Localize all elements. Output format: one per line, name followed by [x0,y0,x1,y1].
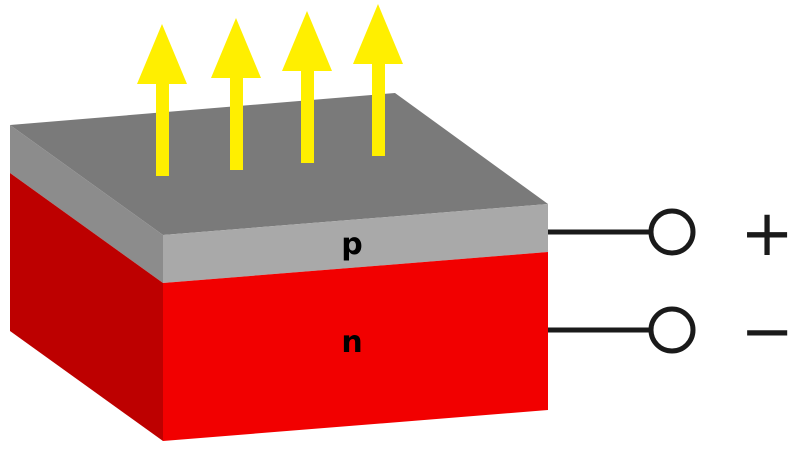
n-layer-label: n [341,325,362,360]
p-layer-side-face [10,125,163,283]
terminal-circle-icon [648,306,696,354]
arrow-up-icon [282,11,332,163]
n-layer-side-face [10,173,163,441]
p-layer-front-face [163,204,548,283]
arrow-up-icon [353,4,403,156]
arrow-up-icon [137,24,187,176]
positive-terminal: + [548,197,794,271]
n-layer-front-face [163,252,548,441]
negative-sign: − [740,295,794,369]
arrow-up-icon [211,18,261,170]
positive-sign: + [740,197,794,271]
p-layer-label: p [341,227,362,262]
negative-terminal: − [548,295,794,369]
emitted-light-arrows [137,4,403,176]
terminal-circle-icon [648,208,696,256]
block-top-surface [10,93,548,235]
